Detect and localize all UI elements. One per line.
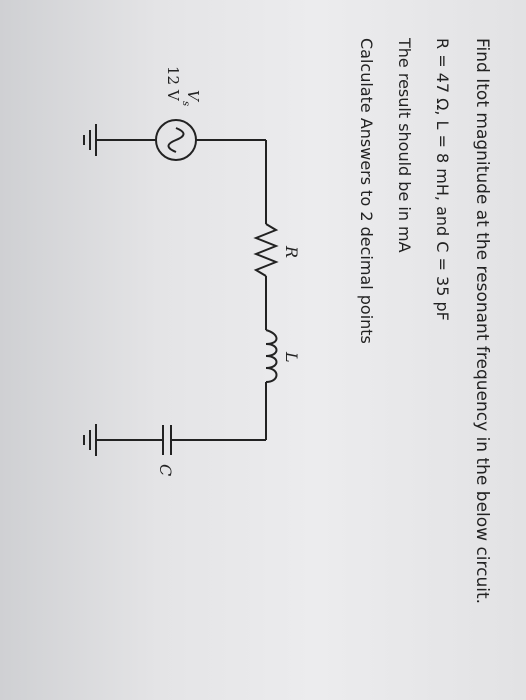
source-subscript: s <box>180 101 191 106</box>
question-line-2: R = 47 Ω, L = 8 mH, and C = 35 pF <box>433 38 452 321</box>
capacitor-label: C <box>156 464 175 476</box>
question-line-1: Find Itot magnitude at the resonant freq… <box>472 38 492 605</box>
inductor-label: L <box>282 351 301 363</box>
resistor-label: R <box>282 245 301 258</box>
question-line-4: Calculate Answers to 2 decimal points <box>357 38 376 344</box>
source-label: V <box>184 90 202 103</box>
resistor-symbol <box>253 223 279 277</box>
sine-wave-icon <box>167 127 185 153</box>
inductor-symbol <box>265 329 278 383</box>
question-line-3: The result should be in mA <box>395 38 414 253</box>
source-value: 12 V <box>164 66 182 102</box>
